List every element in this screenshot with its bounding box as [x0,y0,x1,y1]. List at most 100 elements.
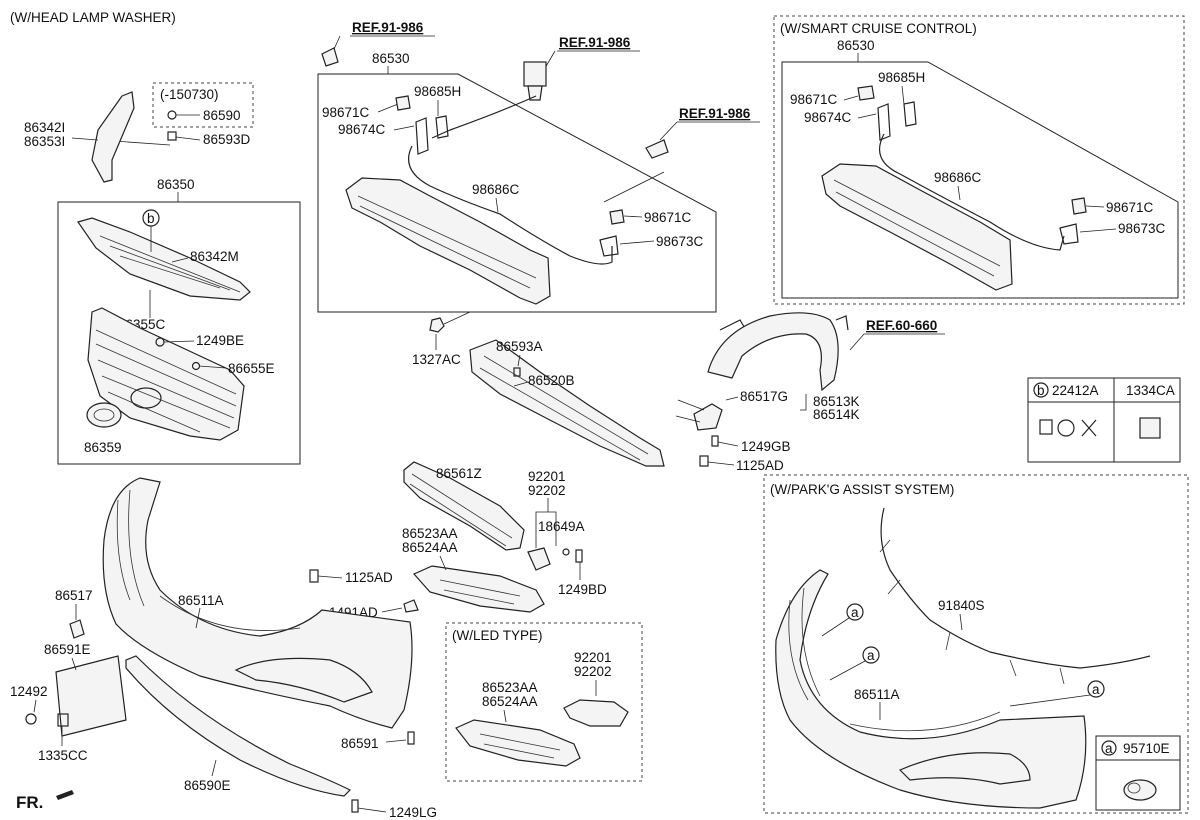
leader [385,739,407,743]
header-led-type: (W/LED TYPE) [452,628,543,643]
part-label-86520B[interactable]: 86520B [528,373,575,388]
ref-label[interactable]: REF.60-660 [866,318,937,333]
part-label-98685H[interactable]: 98685H [878,70,925,85]
ref-label[interactable]: REF.91-986 [352,20,424,35]
ref-label[interactable]: REF.91-986 [559,35,631,50]
washer-hose-part [431,95,537,139]
legend-a-code[interactable]: 95710E [1123,741,1170,756]
part-label-98673C[interactable]: 98673C [1118,221,1166,236]
part-label-92202[interactable]: 92202 [574,664,612,679]
part-label-86511A[interactable]: 86511A [178,593,224,608]
date-code-box [152,82,254,128]
leader [959,613,963,631]
part-label-86591[interactable]: 86591 [341,736,379,751]
part-label-1249BD[interactable]: 1249BD [558,582,607,597]
part-label-98671C[interactable]: 98671C [644,210,692,225]
leader [163,340,195,343]
part-label-98686C[interactable]: 98686C [934,170,982,185]
legend-b-code[interactable]: 22412A [1052,383,1099,398]
bumper-intake [234,657,373,703]
screw-icon [699,455,709,467]
part-label-86523AA[interactable]: 86523AA [482,680,538,695]
part-label-86530[interactable]: 86530 [372,51,410,66]
part-label-86353I[interactable]: 86353I [24,134,65,149]
callout-a-circle[interactable] [846,603,864,621]
part-label-98673C[interactable]: 98673C [656,234,704,249]
part-label-98674C[interactable]: 98674C [338,122,386,137]
part-label-1249BE[interactable]: 1249BE [196,333,244,348]
part-label-98671C[interactable]: 98671C [790,92,838,107]
header-head-lamp-washer: (W/HEAD LAMP WASHER) [10,10,176,25]
beam-assembly-box [317,73,717,313]
leader [503,709,507,723]
part-label-86517G[interactable]: 86517G [740,389,788,404]
part-label-86517[interactable]: 86517 [55,588,93,603]
part-label-86590[interactable]: 86590 [203,108,241,123]
led-type-box [445,622,643,782]
callout-a-letter: a [851,605,859,620]
part-label-98671C[interactable]: 98671C [322,105,370,120]
part-label-86524AA[interactable]: 86524AA [402,540,458,555]
front-arrow-icon [56,790,74,800]
warning-label-icon [1039,419,1053,435]
part-label-92201[interactable]: 92201 [528,469,566,484]
part-label-86524AA[interactable]: 86524AA [482,694,538,709]
part-label-1335CC[interactable]: 1335CC [38,748,88,763]
part-label-86530[interactable]: 86530 [837,38,875,53]
nozzle-clip-part [395,95,411,111]
part-label-86359[interactable]: 86359 [84,440,122,455]
leader [829,660,866,681]
fender-edge-part [835,315,849,331]
part-label-86523AA[interactable]: 86523AA [402,526,458,541]
beam-edges [833,179,1001,277]
part-label-86590E[interactable]: 86590E [184,778,231,793]
part-label-92201[interactable]: 92201 [574,650,612,665]
part-label-1327AC[interactable]: 1327AC [412,352,461,367]
part-label-1249LG[interactable]: 1249LG [389,805,437,820]
screw-icon [25,713,37,725]
legend-col2-code[interactable]: 1334CA [1126,383,1175,398]
part-label-86655E[interactable]: 86655E [228,361,275,376]
part-label-86514K[interactable]: 86514K [813,407,860,422]
bumper-contours [788,587,1001,732]
beam-edges [357,195,537,289]
nut-icon [57,713,69,727]
grille-slats [95,329,237,433]
callout-a-circle[interactable] [1087,680,1105,698]
part-label-86350[interactable]: 86350 [157,177,195,192]
part-label-91840S[interactable]: 91840S [938,598,985,613]
part-label-86342I[interactable]: 86342I [24,120,65,135]
part-label-86591E[interactable]: 86591E [44,642,91,657]
screw-icon [351,799,359,813]
legend-table [1027,377,1181,463]
emblem-inner [93,408,115,422]
screw-icon [575,549,583,563]
callout-b-circle [1033,382,1049,398]
leader [317,575,343,579]
grille-strip-edges [409,473,513,547]
leader [619,240,655,245]
part-label-98686C[interactable]: 98686C [472,182,520,197]
part-label-86561Z[interactable]: 86561Z [436,466,482,481]
ref-label[interactable]: REF.91-986 [679,106,751,121]
upper-grille-part [77,217,251,301]
part-label-1125AD[interactable]: 1125AD [345,570,393,585]
part-label-18649A[interactable]: 18649A [538,519,585,534]
leader [71,137,99,141]
part-label-98685H[interactable]: 98685H [414,84,461,99]
part-label-98671C[interactable]: 98671C [1106,200,1154,215]
part-label-86511A[interactable]: 86511A [854,687,900,702]
part-label-1249GB[interactable]: 1249GB [741,439,791,454]
smart-cruise-beam-box [781,61,1179,299]
part-label-86593A[interactable]: 86593A [496,339,543,354]
part-label-98674C[interactable]: 98674C [804,110,852,125]
part-label-1125AD[interactable]: 1125AD [736,458,784,473]
part-label-92202[interactable]: 92202 [528,483,566,498]
front-bumper-cover-part [775,569,1087,809]
sensor-legend-box [1095,735,1181,811]
part-label-86513K[interactable]: 86513K [813,394,860,409]
callout-a-circle[interactable] [862,646,880,664]
part-label-12492[interactable]: 12492 [10,684,48,699]
part-label-86593D[interactable]: 86593D [203,132,251,147]
part-label-86342M[interactable]: 86342M [190,249,239,264]
